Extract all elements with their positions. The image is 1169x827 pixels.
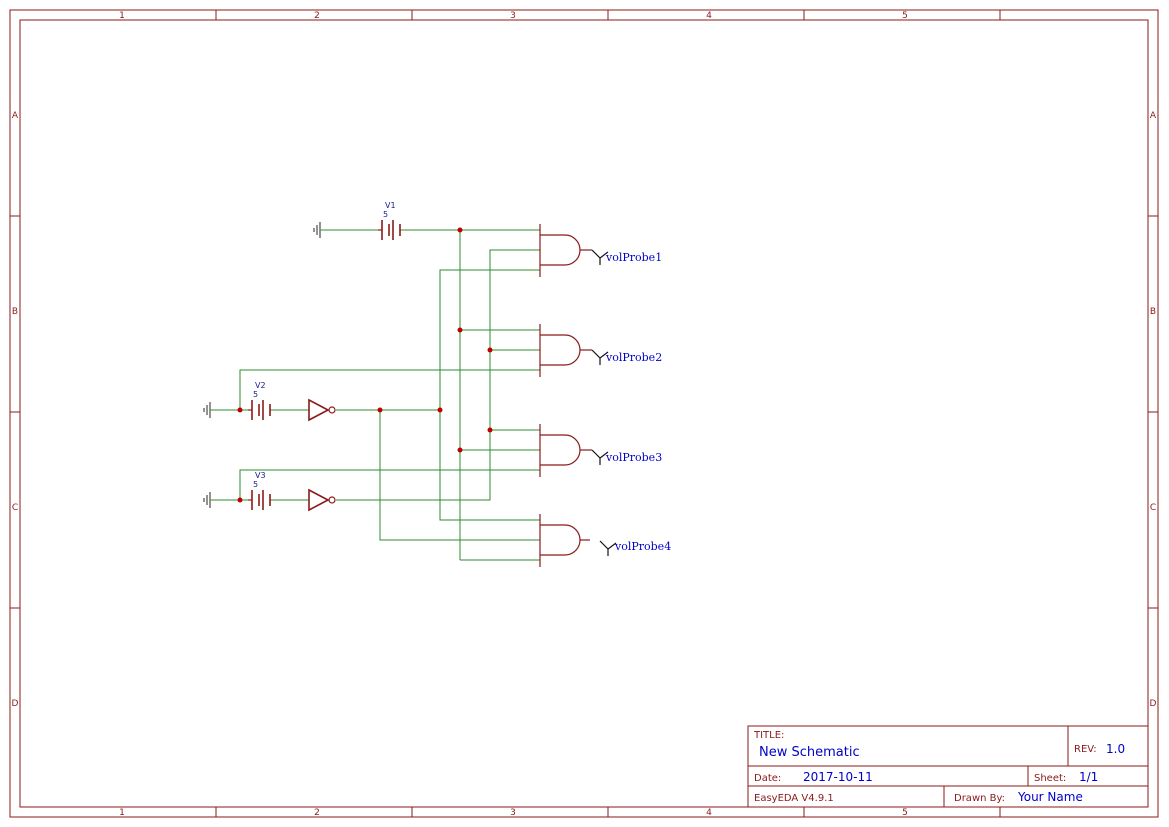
column-label: 4 — [706, 11, 712, 21]
probe-label: volProbe2 — [605, 351, 662, 364]
voltage-probe-3[interactable]: volProbe3 — [591, 449, 662, 465]
rev-label: REV: — [1074, 744, 1097, 755]
battery-ref-label: V1 — [385, 201, 396, 210]
rev-value: 1.0 — [1106, 742, 1125, 756]
wire-v2-not-branch — [379, 410, 540, 541]
row-label: C — [12, 503, 18, 513]
voltage-probe-4[interactable]: volProbe4 — [599, 540, 671, 556]
column-label: 1 — [119, 808, 125, 818]
column-labels-bottom: 1 2 3 4 5 — [119, 808, 908, 818]
column-label: 2 — [314, 808, 320, 818]
and-gate-1[interactable] — [539, 224, 592, 277]
junction-dot — [487, 347, 493, 353]
battery-value-label: 5 — [253, 390, 258, 399]
and-gate-2[interactable] — [539, 324, 592, 377]
inverter-gate-1[interactable] — [308, 398, 336, 422]
battery-v3[interactable]: V3 5 — [248, 471, 271, 510]
title-value: New Schematic — [759, 745, 860, 760]
column-label: 5 — [902, 11, 908, 21]
wire-v2-not-net — [336, 269, 540, 521]
ground-symbol-v1 — [313, 222, 321, 238]
battery-value-label: 5 — [253, 480, 258, 489]
battery-v2[interactable]: V2 5 — [248, 381, 271, 420]
column-label: 2 — [314, 11, 320, 21]
ground-symbol-v2 — [203, 402, 211, 418]
junction-dot — [457, 227, 463, 233]
wires — [210, 229, 540, 561]
inverter-gate-2[interactable] — [308, 488, 336, 512]
junction-dot — [457, 447, 463, 453]
junction-dot — [487, 427, 493, 433]
probe-label: volProbe1 — [605, 251, 662, 264]
voltage-probe-2[interactable]: volProbe2 — [591, 349, 662, 365]
column-label: 5 — [902, 808, 908, 818]
row-label: C — [1150, 503, 1156, 513]
junction-dot — [377, 407, 383, 413]
battery-ref-label: V3 — [255, 471, 266, 480]
row-label: B — [12, 307, 18, 317]
battery-value-label: 5 — [383, 210, 388, 219]
date-label: Date: — [754, 773, 781, 784]
probe-label: volProbe3 — [605, 451, 662, 464]
junction-dots — [237, 227, 493, 503]
junction-dot — [437, 407, 443, 413]
row-label: D — [12, 699, 19, 709]
date-value: 2017-10-11 — [803, 770, 873, 784]
row-labels-left: A B C D — [12, 111, 19, 709]
title-label: TITLE: — [753, 730, 784, 741]
column-label: 1 — [119, 11, 125, 21]
and-gate-3[interactable] — [539, 424, 592, 477]
row-labels-right: A B C D — [1150, 111, 1157, 709]
column-label: 3 — [510, 808, 516, 818]
sheet-value: 1/1 — [1079, 770, 1098, 784]
ground-symbol-v3 — [203, 492, 211, 508]
row-label: B — [1150, 307, 1156, 317]
wire-v3-not-net — [336, 249, 540, 501]
battery-ref-label: V2 — [255, 381, 266, 390]
voltage-probe-1[interactable]: volProbe1 — [591, 249, 662, 265]
sheet-label: Sheet: — [1034, 773, 1066, 784]
column-label: 4 — [706, 808, 712, 818]
column-label: 3 — [510, 11, 516, 21]
software-label: EasyEDA V4.9.1 — [754, 793, 834, 804]
wire-v1-net — [320, 229, 540, 561]
title-block: TITLE: New Schematic REV: 1.0 Date: 2017… — [747, 725, 1149, 808]
junction-dot — [237, 497, 243, 503]
column-labels-top: 1 2 3 4 5 — [119, 11, 908, 21]
drawn-by-label: Drawn By: — [954, 793, 1005, 804]
junction-dot — [457, 327, 463, 333]
probe-label: volProbe4 — [614, 540, 671, 553]
and-gate-4[interactable] — [539, 514, 590, 567]
row-label: D — [1150, 699, 1157, 709]
row-label: A — [12, 111, 19, 121]
row-label: A — [1150, 111, 1157, 121]
sheet-frame — [9, 9, 1159, 818]
drawn-by-value: Your Name — [1017, 790, 1083, 804]
battery-v1[interactable]: V1 5 — [378, 201, 401, 240]
junction-dot — [237, 407, 243, 413]
